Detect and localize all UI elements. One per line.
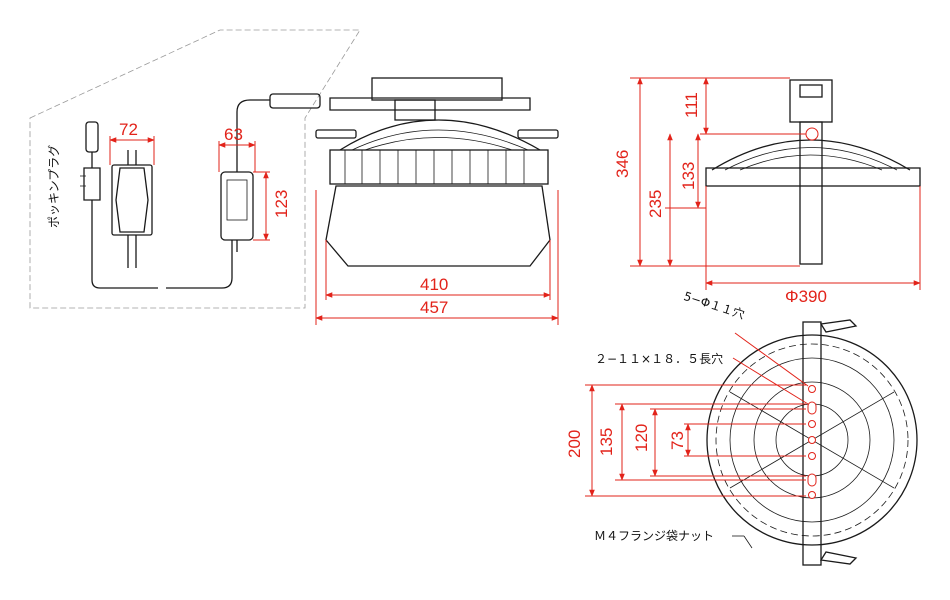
dim-235: 235 [646, 190, 665, 218]
lamp-cable [236, 99, 270, 150]
side-heatsink-body [705, 167, 921, 187]
bracket-clamp [799, 84, 823, 98]
side-view: 346 111 235 133 Φ390 [613, 77, 921, 306]
bottom-view: 200 135 120 73 5−Φ１１穴 ２−１１×１８．５長穴 Ｍ４フランジ… [565, 288, 918, 566]
dim-63: 63 [224, 125, 243, 144]
connector-window [226, 179, 248, 221]
dim-73: 73 [668, 431, 687, 450]
dim-200: 200 [565, 430, 584, 458]
plug-label: ポッキンプラグ [47, 145, 61, 228]
assembly-boundary [29, 29, 361, 309]
fin-lines [344, 150, 525, 184]
dim-123: 123 [272, 190, 291, 218]
ring-teeth [715, 343, 909, 537]
left-handle [315, 129, 357, 139]
power-cable [91, 200, 233, 289]
mount-hole [808, 491, 816, 499]
right-handle [517, 129, 559, 139]
cable-assembly-view: 72 63 123 ポッキンプラグ [29, 29, 361, 309]
leader-holes [734, 332, 809, 387]
dim-457: 457 [420, 298, 448, 317]
dim-111: 111 [682, 92, 701, 118]
slot-hole [807, 473, 817, 487]
bracket-ends [819, 319, 858, 565]
outer-ring [706, 334, 918, 546]
plug-body [83, 152, 101, 201]
leader-slots [732, 357, 809, 405]
side-bracket [789, 79, 833, 123]
bottom-bracket [802, 321, 822, 566]
plug-head [85, 121, 99, 153]
leader-nut-tail [743, 535, 753, 549]
front-view: 410 457 [315, 77, 559, 325]
dim-72: 72 [119, 120, 138, 139]
mount-hole [808, 420, 816, 428]
dim-135: 135 [597, 428, 616, 456]
control-box-cables [127, 150, 137, 268]
control-box-inner [115, 167, 149, 233]
mount-bracket [329, 97, 531, 111]
side-arm [799, 121, 823, 265]
dim-346: 346 [613, 150, 632, 178]
label-slot-holes: ２−１１×１８．５長穴 [595, 351, 723, 366]
dim-410: 410 [420, 275, 448, 294]
dim-120: 120 [632, 424, 651, 452]
label-mount-holes: 5−Φ１１穴 [682, 288, 747, 322]
connector-box [220, 171, 254, 241]
driver-body [394, 99, 436, 121]
cable-coupler [269, 93, 321, 109]
driver-housing [371, 77, 503, 101]
slot-hole [807, 401, 817, 415]
heatsink-fins [351, 129, 529, 151]
plug-prongs [80, 175, 86, 187]
control-box [111, 164, 153, 236]
mount-hole [808, 385, 816, 393]
pivot-bolt [805, 127, 819, 141]
mount-hole [808, 452, 816, 460]
label-nut: Ｍ４フランジ袋ナット [594, 529, 714, 543]
inner-ring [729, 357, 895, 523]
mount-hole [808, 436, 816, 444]
side-fins [724, 147, 898, 171]
dim-390: Φ390 [785, 287, 827, 306]
heatsink-body [329, 149, 549, 185]
dim-133: 133 [679, 162, 698, 190]
heatsink-top [339, 119, 541, 151]
reflector-shade [325, 185, 551, 267]
